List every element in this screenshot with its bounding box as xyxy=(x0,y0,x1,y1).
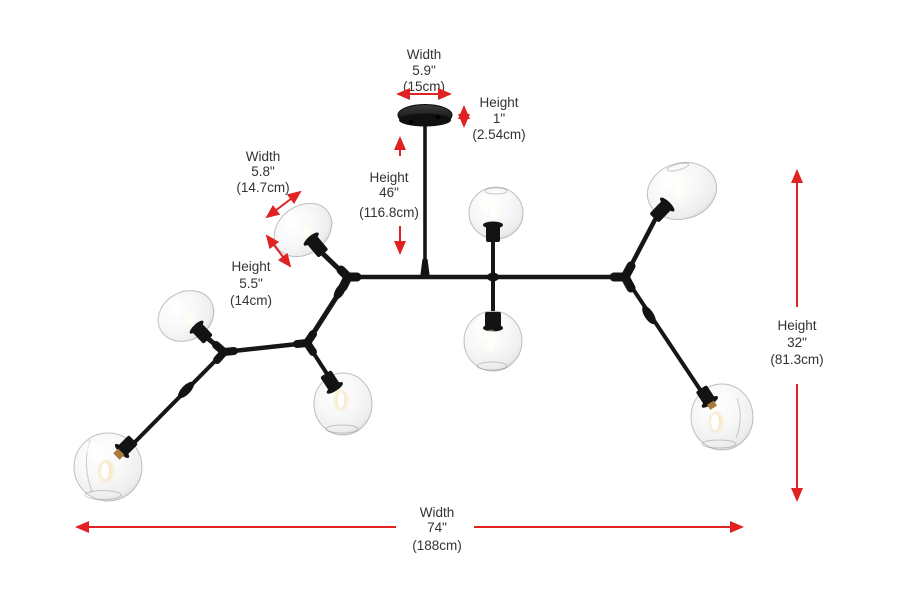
glass-globe-upper-left xyxy=(273,202,333,258)
canopy-width-label: Width xyxy=(407,47,442,62)
bulb-socket xyxy=(189,320,213,344)
joint-d xyxy=(212,341,238,364)
canopy-screw xyxy=(435,114,441,120)
connector-sleeve xyxy=(642,305,656,325)
globe-width-metric: (14.7cm) xyxy=(236,180,289,195)
bulb xyxy=(337,392,345,408)
glass-globe-center-down xyxy=(463,310,523,372)
canopy-height-annotation: Height 1" (2.54cm) xyxy=(458,95,526,142)
ceiling-canopy xyxy=(397,104,453,127)
shade-rim xyxy=(325,424,359,434)
canopy-height-label: Height xyxy=(479,95,518,110)
joint-c xyxy=(293,330,317,356)
globe-width-annotation: Width 5.8" (14.7cm) xyxy=(236,149,302,219)
bulb-socket xyxy=(696,385,718,410)
body-height-inches: 32" xyxy=(787,335,807,350)
dimension-annotations: Width 5.9" (15cm) Height 1" (2.54cm) Wid… xyxy=(75,47,824,553)
drop-height-annotation: Height 46" (116.8cm) xyxy=(359,136,419,255)
globe-height-label: Height xyxy=(231,259,270,274)
branch-arm xyxy=(128,350,226,449)
bulb-socket xyxy=(650,197,675,222)
glass-globe-center-up xyxy=(468,186,524,242)
connector-sleeve xyxy=(178,381,194,399)
bulb xyxy=(711,414,719,430)
brass-collar xyxy=(113,448,125,460)
globe-height-metric: (14cm) xyxy=(230,293,272,308)
shade-rim xyxy=(484,187,508,195)
bulb-socket xyxy=(486,224,500,242)
stem-collar xyxy=(487,272,499,282)
drop-height-label: Height xyxy=(369,170,408,185)
shade-rim xyxy=(701,439,737,449)
bulb xyxy=(489,203,497,219)
bulb xyxy=(487,333,495,349)
canopy-rim xyxy=(399,113,451,127)
joint-b xyxy=(609,261,636,293)
canopy-height-metric: (2.54cm) xyxy=(472,127,525,142)
drop-height-metric: (116.8cm) xyxy=(359,205,419,220)
globe-height-annotation: Height 5.5" (14cm) xyxy=(230,234,292,308)
body-height-annotation: Height 32" (81.3cm) xyxy=(770,169,824,502)
glass-globe-upper-right xyxy=(646,161,718,222)
chandelier xyxy=(73,104,754,502)
globe-width-label: Width xyxy=(246,149,281,164)
glass-globe-bottom-left xyxy=(73,432,143,502)
connector-sleeve xyxy=(333,282,347,300)
glass-highlight xyxy=(168,298,184,316)
body-height-metric: (81.3cm) xyxy=(770,352,823,367)
overall-width-label: Width xyxy=(420,505,455,520)
glass-highlight xyxy=(86,441,102,463)
overall-width-annotation: Width 74" (188cm) xyxy=(75,505,744,553)
rod-joint xyxy=(420,259,430,278)
glass-reflection-line xyxy=(735,397,741,439)
brass-collar xyxy=(707,400,717,410)
bulb-socket xyxy=(485,312,501,329)
glass-globe-hanging-midleft xyxy=(313,370,373,436)
globe-height-inches: 5.5" xyxy=(239,276,263,291)
shade-rim xyxy=(84,490,122,500)
globe-height-arrow xyxy=(265,234,292,268)
overall-width-inches: 74" xyxy=(427,520,447,535)
bulb xyxy=(674,182,682,196)
overall-width-metric: (188cm) xyxy=(412,538,462,553)
canopy-width-inches: 5.9" xyxy=(412,63,436,78)
glass-globe-bottom-right xyxy=(690,383,754,451)
bulb-glow xyxy=(184,312,196,328)
bulb-socket xyxy=(320,370,343,394)
canopy-width-annotation: Width 5.9" (15cm) xyxy=(396,47,452,100)
canopy-width-metric: (15cm) xyxy=(403,79,445,94)
shade-rim xyxy=(666,162,690,172)
globe-width-inches: 5.8" xyxy=(251,164,275,179)
body-height-label: Height xyxy=(777,318,816,333)
branch-arm xyxy=(623,275,703,393)
drop-height-inches: 46" xyxy=(379,185,399,200)
canopy-height-inches: 1" xyxy=(493,111,506,126)
bulb xyxy=(101,463,109,479)
bulb-socket xyxy=(303,232,328,258)
canopy-screw xyxy=(408,119,414,125)
bulb-socket xyxy=(113,435,138,460)
glass-globe-mid-left xyxy=(157,290,215,344)
globe-width-arrow xyxy=(265,190,302,219)
shade-rim xyxy=(476,361,508,371)
